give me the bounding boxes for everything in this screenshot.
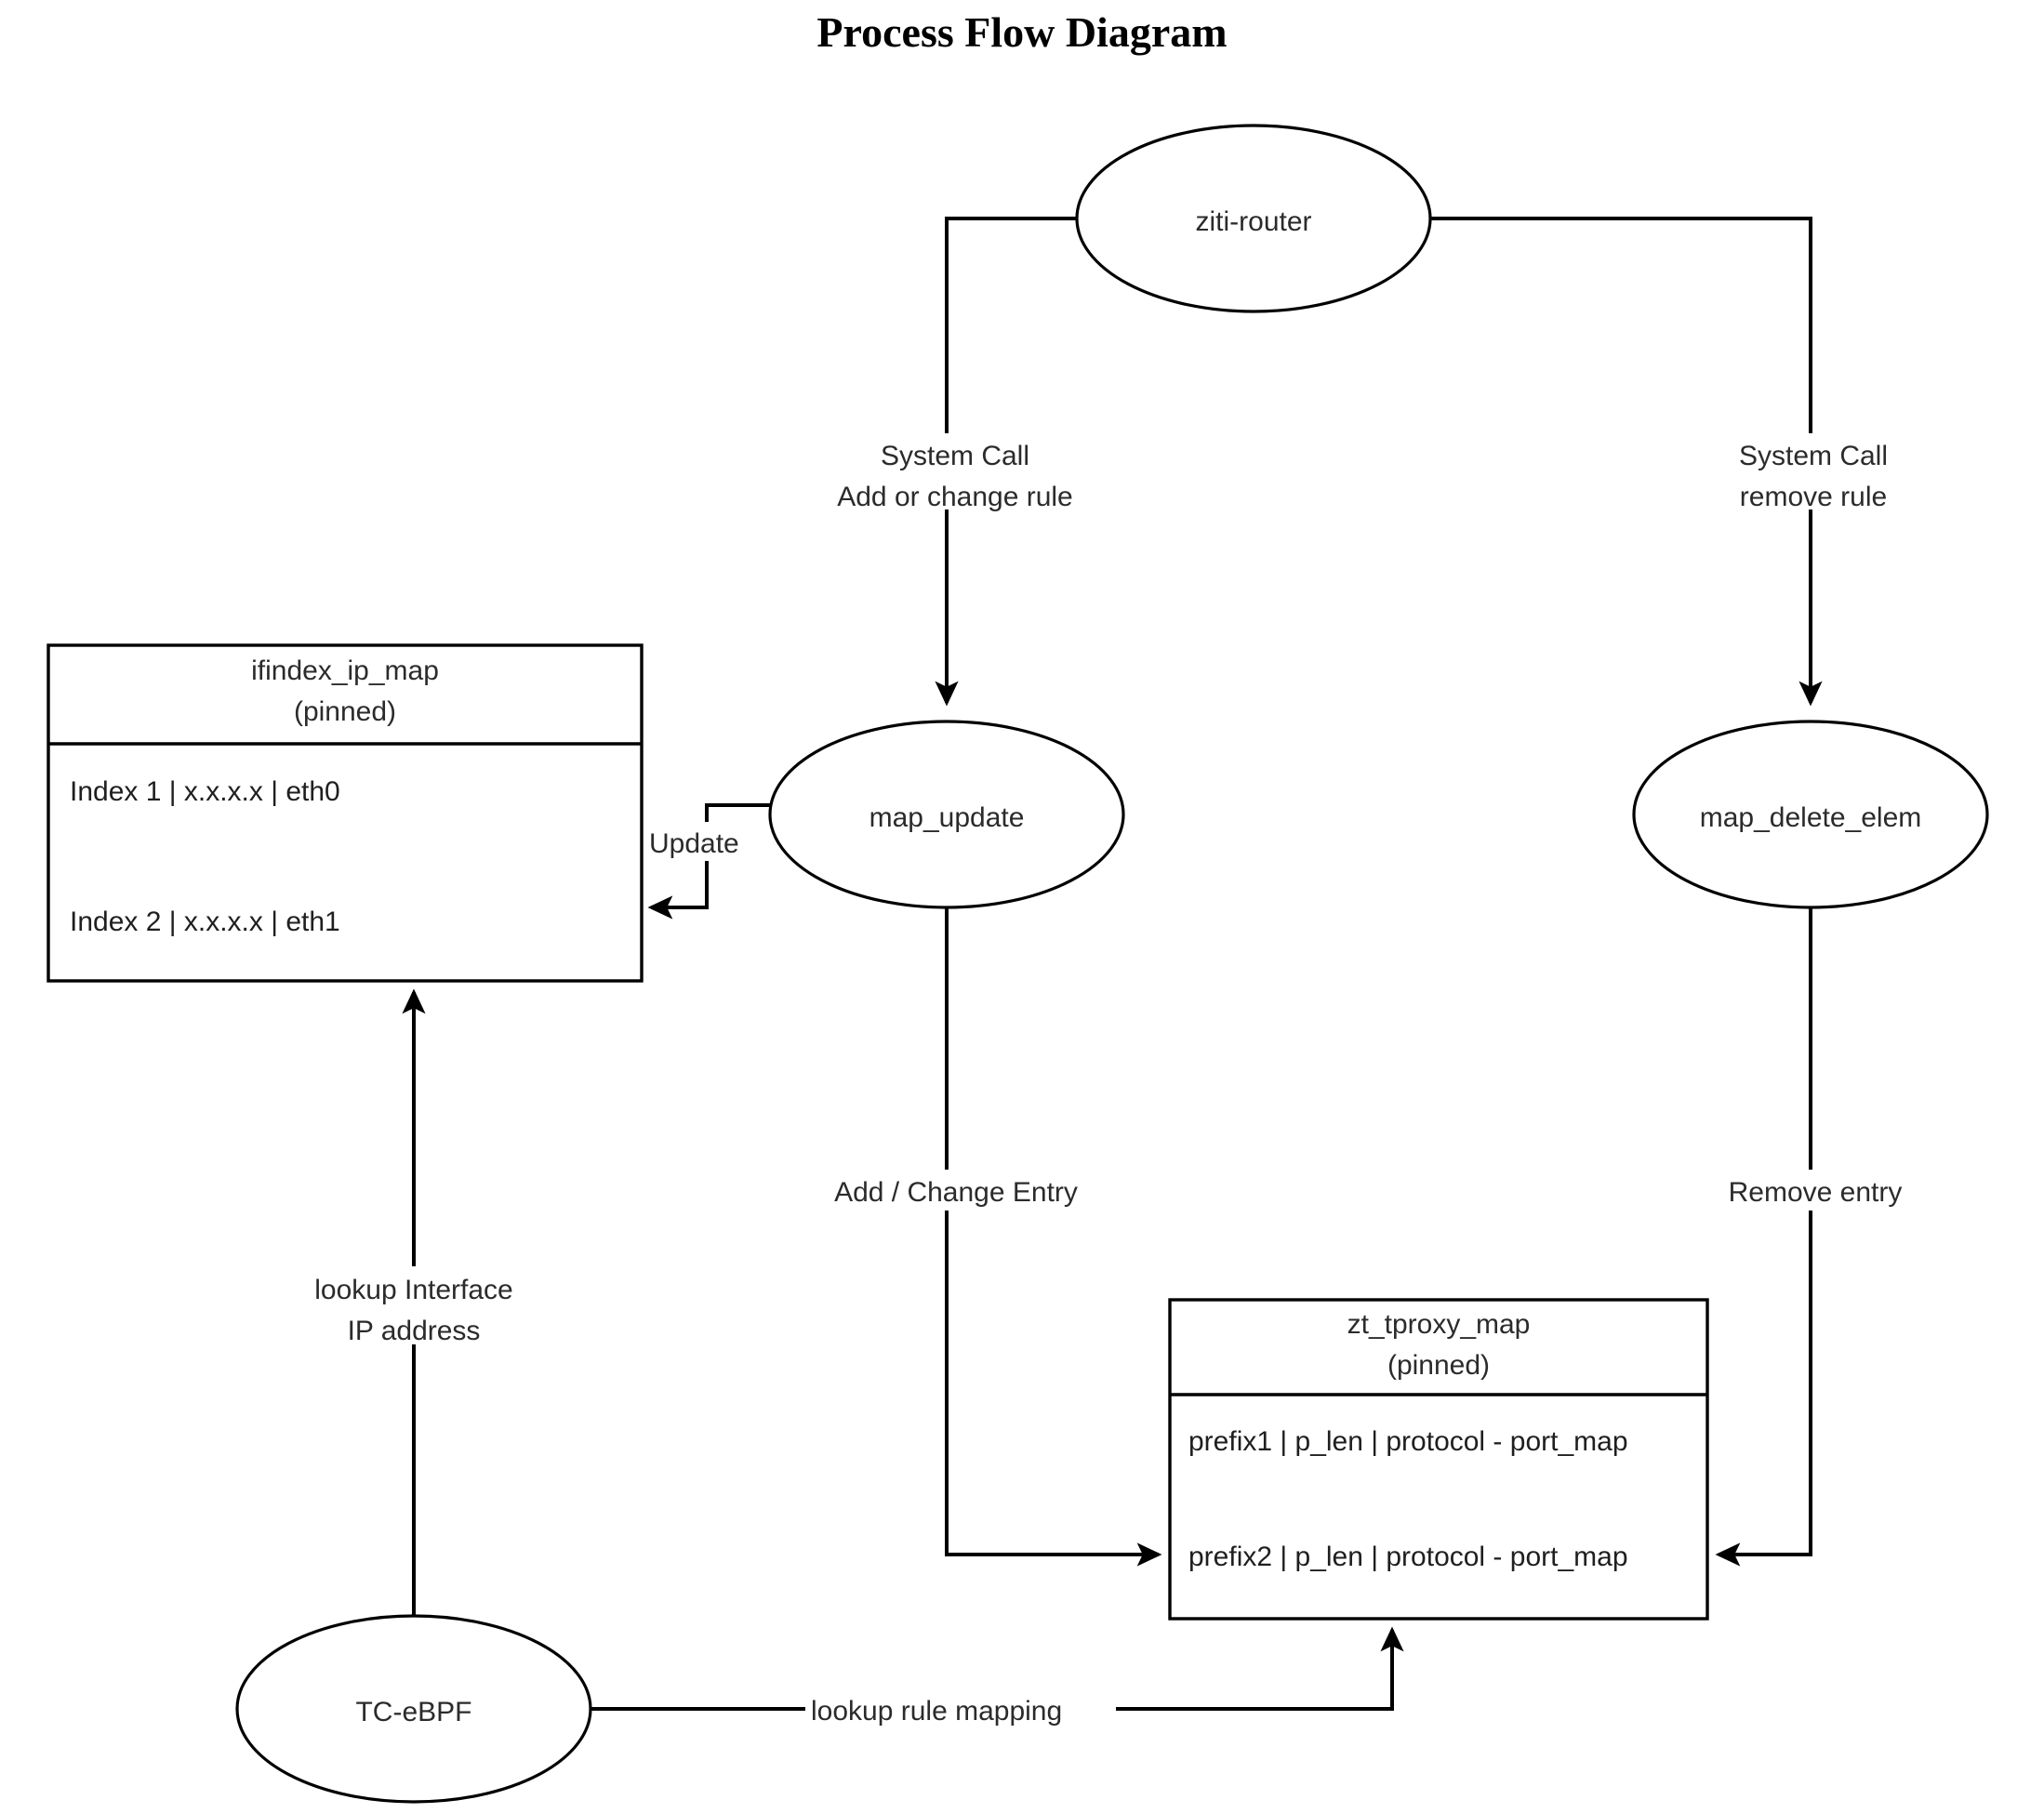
node-map-delete-elem[interactable]: map_delete_elem <box>1632 720 1989 909</box>
edge-label-map-update-to-tproxy: Add / Change Entry <box>811 1170 1101 1211</box>
map-update-shape <box>768 720 1125 909</box>
ifindex-ip-map-subtitle: (pinned) <box>294 696 396 727</box>
edge-label-line1: System Call <box>881 441 1029 471</box>
edge-label-line2: remove rule <box>1740 482 1887 512</box>
ifindex-ip-map-title: ifindex_ip_map <box>251 655 439 686</box>
page-title: Process Flow Diagram <box>816 8 1227 56</box>
map-update-label: map_update <box>869 802 1025 833</box>
node-ifindex-ip-map[interactable]: ifindex_ip_map (pinned) Index 1 | x.x.x.… <box>46 643 644 983</box>
ifindex-ip-map-row: Index 2 | x.x.x.x | eth1 <box>70 906 340 937</box>
edge-label-tc-ebpf-to-tproxy: lookup rule mapping <box>805 1690 1116 1727</box>
edge-label-line1: lookup rule mapping <box>811 1696 1062 1727</box>
edge-label-line1: Update <box>649 828 739 859</box>
node-tc-ebpf[interactable]: TC-eBPF <box>235 1614 592 1804</box>
zt-tproxy-map-frame <box>1168 1298 1709 1621</box>
edge-label-line2: Add or change rule <box>837 482 1073 512</box>
edge-label-line1: Add / Change Entry <box>834 1177 1078 1208</box>
edge-label-line1: System Call <box>1739 441 1888 471</box>
edge-label-line2: IP address <box>348 1316 481 1346</box>
node-ziti-router[interactable]: ziti-router <box>1075 124 1432 313</box>
edge-label-line1: Remove entry <box>1729 1177 1903 1208</box>
edge-ziti-to-map-delete <box>1430 217 1823 707</box>
zt-tproxy-map-subtitle: (pinned) <box>1387 1350 1490 1381</box>
edge-label-map-update-to-ifindex: Update <box>645 822 757 861</box>
edge-map-delete-to-tproxy <box>1715 907 1812 1567</box>
edge-ziti-to-map-update <box>935 217 1077 707</box>
edge-label-line1: lookup Interface <box>314 1275 512 1305</box>
edge-map-update-to-tproxy <box>945 907 1162 1567</box>
edge-label-map-delete-to-tproxy: Remove entry <box>1711 1170 1927 1211</box>
map-delete-elem-label: map_delete_elem <box>1700 802 1922 833</box>
ifindex-ip-map-row: Index 1 | x.x.x.x | eth0 <box>70 776 340 807</box>
zt-tproxy-map-row: prefix1 | p_len | protocol - port_map <box>1188 1426 1628 1457</box>
tc-ebpf-label: TC-eBPF <box>355 1697 471 1727</box>
node-map-update[interactable]: map_update <box>768 720 1125 909</box>
ifindex-ip-map-frame <box>46 643 644 983</box>
zt-tproxy-map-title: zt_tproxy_map <box>1347 1309 1531 1340</box>
edge-label-tc-ebpf-to-ifindex: lookup Interface IP address <box>279 1266 551 1346</box>
ziti-router-label: ziti-router <box>1195 206 1311 237</box>
zt-tproxy-map-row: prefix2 | p_len | protocol - port_map <box>1188 1542 1628 1572</box>
tc-ebpf-shape <box>235 1614 592 1804</box>
edge-label-ziti-to-map-update: System Call Add or change rule <box>818 433 1097 512</box>
node-zt-tproxy-map[interactable]: zt_tproxy_map (pinned) prefix1 | p_len |… <box>1168 1298 1709 1621</box>
edge-label-ziti-to-map-delete: System Call remove rule <box>1711 433 1911 512</box>
ziti-router-shape <box>1075 124 1432 313</box>
map-delete-elem-shape <box>1632 720 1989 909</box>
